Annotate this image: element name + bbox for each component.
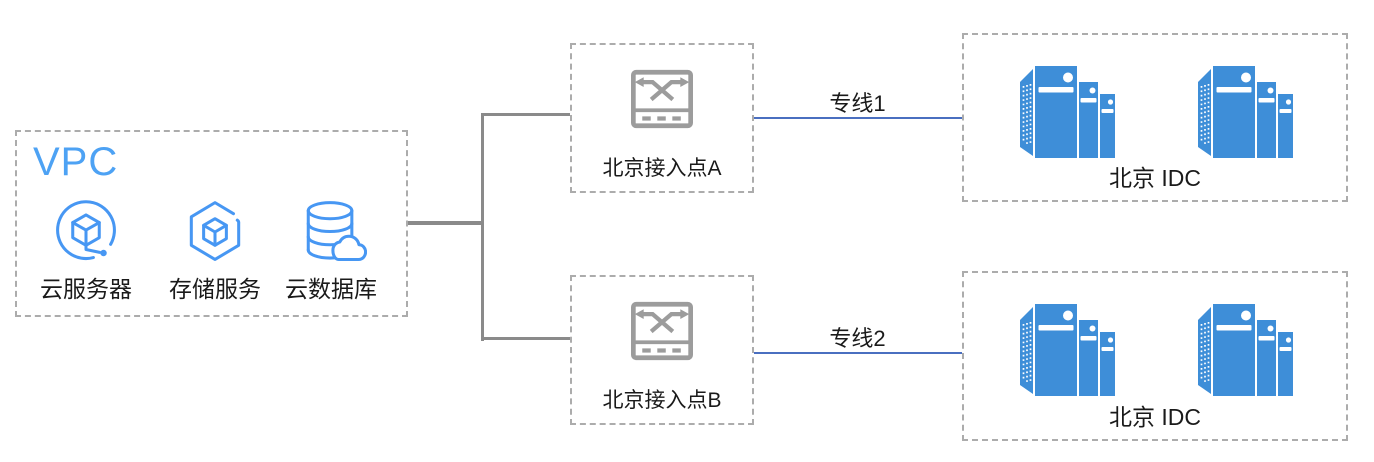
access-point-b-box: 北京接入点B <box>570 275 754 425</box>
server-icon <box>1013 294 1119 406</box>
access-point-b-label: 北京接入点B <box>602 389 722 412</box>
resource-label: 云数据库 <box>285 276 377 302</box>
idc-box-2: 北京 IDC <box>962 271 1348 441</box>
cloud-server-icon <box>56 200 116 261</box>
server-icon <box>1013 56 1119 168</box>
connector-branch-top <box>481 113 570 116</box>
resource-label: 存储服务 <box>169 276 261 302</box>
server-icon <box>1191 294 1297 406</box>
idc-2-label: 北京 IDC <box>1109 404 1201 430</box>
idc-box-1: 北京 IDC <box>962 33 1348 202</box>
resource-label: 云服务器 <box>40 276 132 302</box>
leased-line-1-label: 专线1 <box>829 91 886 116</box>
server-icon <box>1191 56 1297 168</box>
leased-line-2 <box>753 352 962 354</box>
idc-1-label: 北京 IDC <box>1109 165 1201 191</box>
vpc-resource-cloud-server: 云服务器 <box>28 196 144 304</box>
vpc-title: VPC <box>33 140 119 184</box>
vpc-box: VPC 云服务器 存储服务 <box>15 130 408 317</box>
switch-icon <box>629 300 695 362</box>
storage-service-icon <box>189 201 241 261</box>
access-point-a-box: 北京接入点A <box>570 43 754 193</box>
leased-line-1 <box>753 117 962 119</box>
vpc-resource-cloud-database: 云数据库 <box>273 196 389 304</box>
connector-branch-bottom <box>481 337 570 340</box>
connector-vertical-split <box>481 113 484 341</box>
server-cluster <box>964 56 1346 168</box>
cloud-database-icon <box>306 201 367 261</box>
switch-icon <box>629 68 695 130</box>
server-cluster <box>964 294 1346 406</box>
access-point-a-label: 北京接入点A <box>602 157 722 180</box>
vpc-resource-storage-service: 存储服务 <box>157 196 273 304</box>
leased-line-2-label: 专线2 <box>829 326 886 351</box>
connector-vpc-trunk <box>407 221 484 225</box>
